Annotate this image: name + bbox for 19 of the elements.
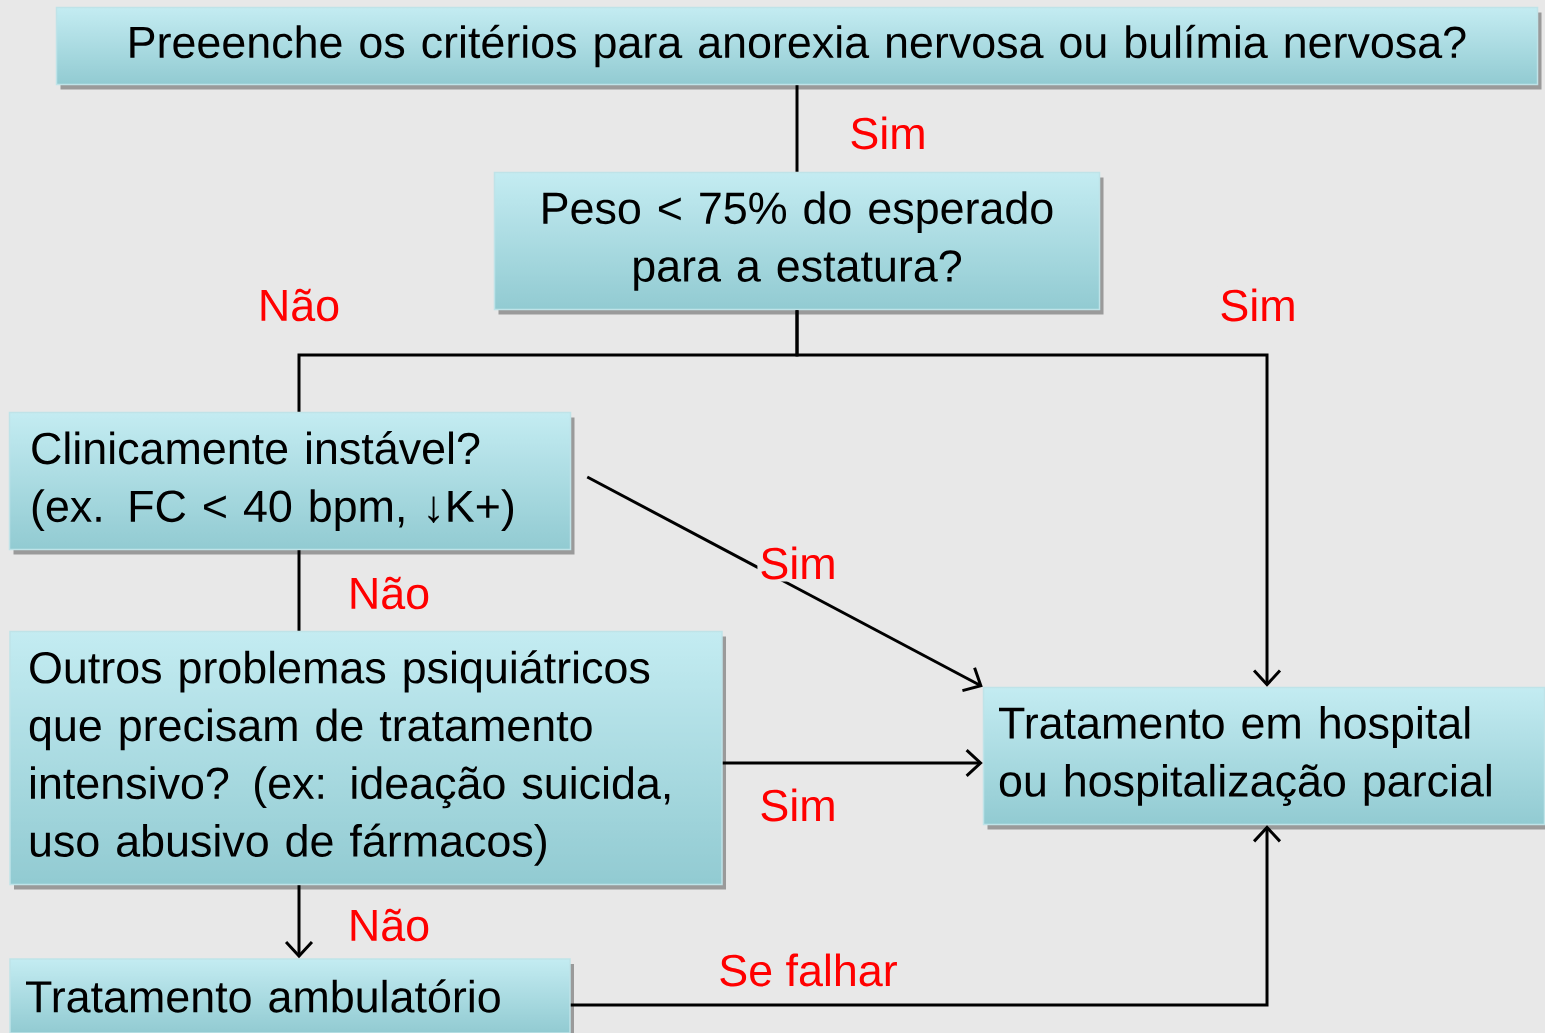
decision-box: Outros problemas psiquiátricos que precisam de tratamento intensivo? (ex: ideação suicida, uso abusivo de fármacos) bbox=[9, 630, 726, 890]
edge-label: Sim bbox=[757, 786, 839, 824]
arrow bbox=[586, 475, 983, 693]
edge-label: Não bbox=[345, 574, 433, 612]
arrow bbox=[284, 885, 314, 959]
arrow bbox=[722, 748, 983, 778]
edge-label: Não bbox=[255, 286, 343, 324]
edge-label: Sim bbox=[757, 544, 839, 582]
decision-box: Preeenche os critérios para anorexia nervosa ou bulímia nervosa? bbox=[55, 6, 1542, 90]
arrow bbox=[795, 310, 1282, 687]
edge-label: Não bbox=[345, 906, 433, 944]
edge-label: Sim bbox=[1217, 286, 1299, 324]
decision-box: Peso < 75% do esperado para a estatura? bbox=[493, 171, 1104, 315]
decision-box: Clinicamente instável? (ex. FC < 40 bpm, ↓K+) bbox=[8, 411, 575, 555]
outcome-box: Tratamento em hospital ou hospitalização parcial bbox=[982, 686, 1545, 830]
edge-label: Se falhar bbox=[716, 951, 900, 989]
arrow bbox=[570, 825, 1282, 1007]
decision-box: Tratamento ambulatório bbox=[9, 958, 574, 1033]
edge-label: Sim bbox=[847, 114, 929, 152]
